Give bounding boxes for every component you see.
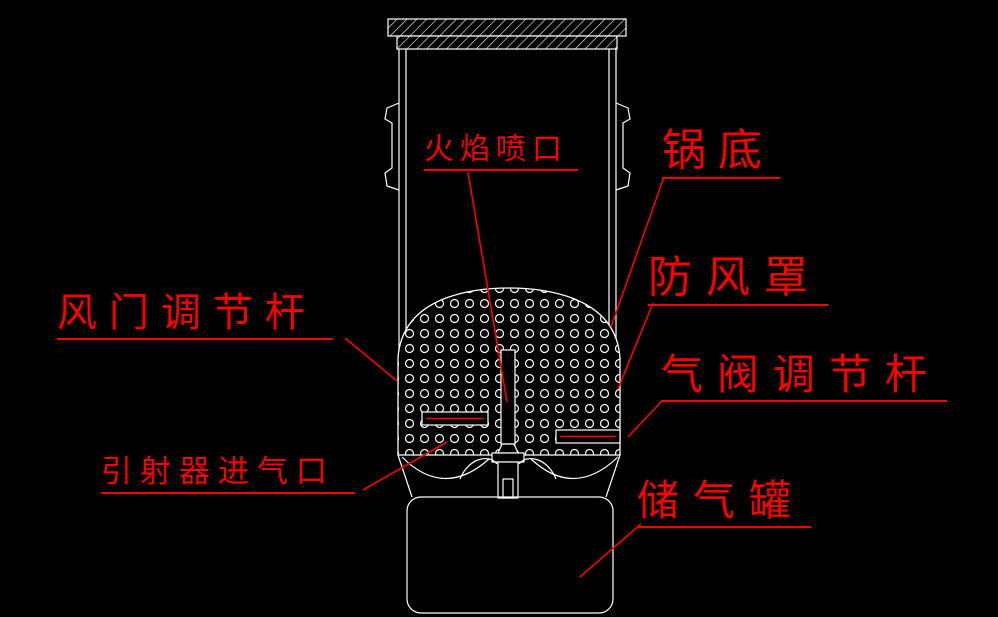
base-skirt-right — [605, 454, 621, 498]
valve-connector — [502, 478, 514, 499]
leader-ejector-inlet — [362, 441, 448, 491]
gas-tank-outline — [406, 496, 614, 614]
venturi-throat — [497, 443, 519, 454]
label-windshield: 防风罩 — [648, 253, 828, 307]
label-flame-nozzle: 火焰喷口 — [424, 133, 578, 171]
leader-windshield — [617, 302, 654, 390]
leader-flame-nozzle — [467, 171, 508, 403]
base-scallop-right — [530, 456, 619, 480]
label-pot-bottom: 锅底 — [662, 126, 780, 180]
label-ejector-inlet: 引射器进气口 — [101, 455, 355, 494]
pot-rim-step — [396, 35, 618, 50]
leader-pot-bottom — [610, 176, 665, 328]
pot-rim-flange — [387, 18, 627, 37]
mixer-body — [491, 452, 525, 463]
label-damper-rod: 风门调节杆 — [57, 291, 333, 340]
flame-nozzle-tube — [500, 349, 516, 445]
pot-clip-right — [615, 102, 631, 191]
base-skirt-left — [397, 454, 413, 498]
base-scallop-left — [401, 456, 490, 480]
label-gas-tank: 储气罐 — [637, 477, 812, 529]
leader-valve-rod — [627, 399, 664, 438]
leader-gas-tank — [579, 523, 642, 578]
burner-cup-left — [459, 458, 498, 480]
label-valve-rod: 气阀调节杆 — [661, 351, 948, 403]
leader-damper-rod — [344, 337, 398, 382]
pot-clip-left — [384, 102, 400, 191]
